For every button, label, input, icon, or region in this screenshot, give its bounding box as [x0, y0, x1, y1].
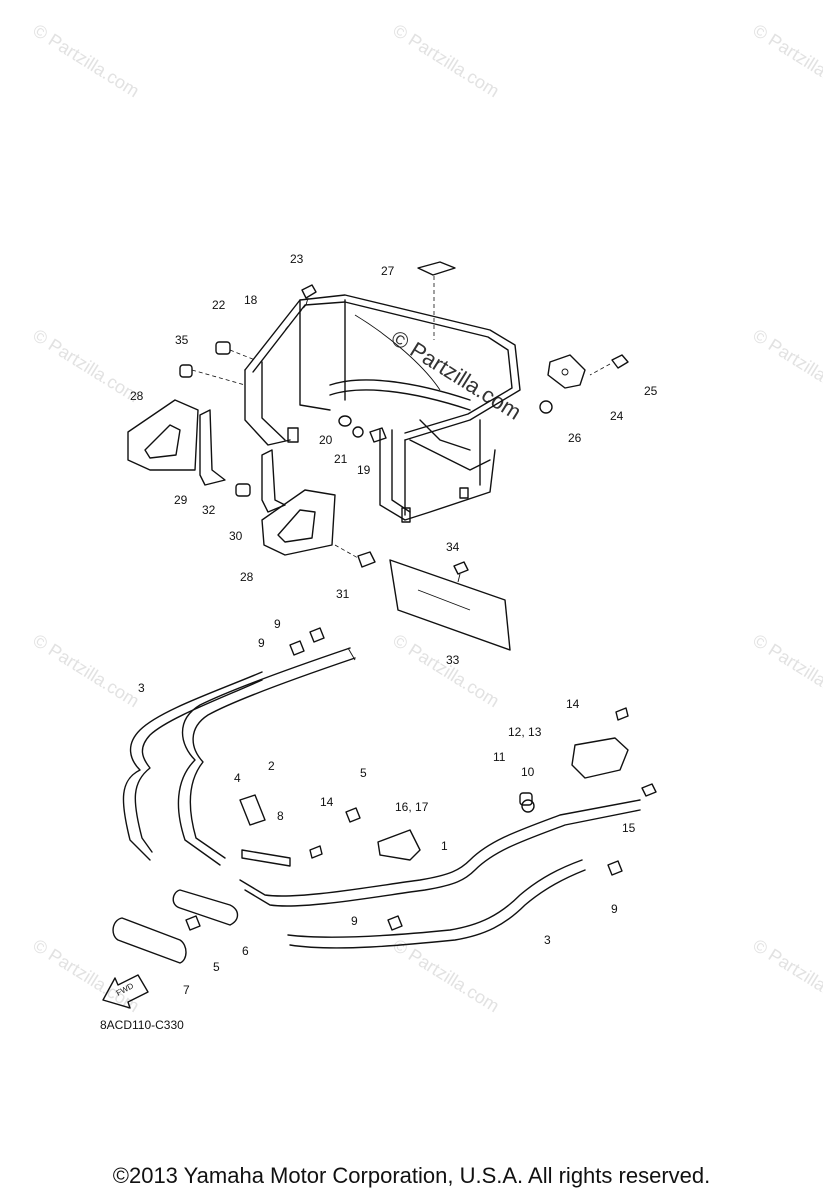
- callout: 30: [229, 529, 243, 543]
- callout: 27: [381, 264, 395, 278]
- bracket-30: [261, 449, 286, 513]
- bolt-9-c: [387, 915, 403, 931]
- bolt-9-b: [289, 640, 305, 656]
- screw-14-lower: [309, 845, 323, 859]
- nut-26: [539, 400, 553, 414]
- callout: 31: [336, 587, 350, 601]
- callout: 12, 13: [508, 725, 542, 739]
- washer-21: [352, 426, 364, 438]
- block-16-17: [377, 829, 421, 861]
- callout: 9: [351, 914, 358, 928]
- callout: 9: [611, 902, 618, 916]
- switch-housing-12-13: [571, 737, 629, 779]
- callout: 25: [644, 384, 658, 398]
- callout: 23: [290, 252, 304, 266]
- callout: 16, 17: [395, 800, 429, 814]
- bracket-29: [199, 409, 226, 486]
- bolt-34: [453, 561, 469, 583]
- callout: 21: [334, 452, 348, 466]
- callout: 3: [138, 681, 145, 695]
- callout: 28: [130, 389, 144, 403]
- diagram-code: 8ACD110-C330: [100, 1018, 184, 1032]
- nut-11: [519, 792, 533, 806]
- callout: 9: [258, 636, 265, 650]
- bolt-5-upper: [345, 807, 361, 823]
- callout: 14: [320, 795, 334, 809]
- fwd-arrow-icon: FWD: [102, 974, 149, 1009]
- callout: 32: [202, 503, 216, 517]
- callout: 5: [360, 766, 367, 780]
- bracket-24: [547, 354, 586, 389]
- callout: 5: [213, 960, 220, 974]
- rail-2: [177, 647, 356, 866]
- rail-1: [239, 799, 641, 907]
- bolt-31: [357, 551, 376, 568]
- callout: 2: [268, 759, 275, 773]
- callout: 26: [568, 431, 582, 445]
- nut-35: [179, 364, 193, 378]
- callout: 35: [175, 333, 189, 347]
- copyright-notice: ©2013 Yamaha Motor Corporation, U.S.A. A…: [112, 1163, 711, 1188]
- screw-15: [641, 783, 657, 797]
- rubber-strip-3-left: [122, 671, 263, 861]
- callout: 3: [544, 933, 551, 947]
- callout: 29: [174, 493, 188, 507]
- bolt-23: [301, 284, 317, 306]
- callout: 34: [446, 540, 460, 554]
- plate-33: [389, 559, 511, 651]
- callout: 18: [244, 293, 258, 307]
- side-panel-28-bottom: [261, 489, 336, 556]
- callout: 4: [234, 771, 241, 785]
- callout: 9: [274, 617, 281, 631]
- bolt-19: [369, 427, 387, 443]
- callout: 11: [493, 750, 506, 764]
- callout: 19: [357, 463, 371, 477]
- nut-22: [215, 341, 231, 355]
- block-4: [239, 794, 266, 826]
- nut-32: [235, 483, 251, 497]
- callout: 15: [622, 821, 636, 835]
- callout: 33: [446, 653, 460, 667]
- washer-20: [338, 415, 352, 427]
- side-panel-28-top: [127, 399, 199, 471]
- screw-14-upper: [615, 707, 629, 721]
- callout: 28: [240, 570, 254, 584]
- bolt-25: [611, 354, 629, 369]
- callout: 7: [183, 983, 190, 997]
- rear-basket-frame: [244, 294, 521, 523]
- clip-8: [241, 849, 291, 867]
- grip-7: [112, 917, 187, 964]
- callout: 22: [212, 298, 226, 312]
- callout: 8: [277, 809, 284, 823]
- callout: 20: [319, 433, 333, 447]
- rubber-strip-3-right: [287, 859, 586, 949]
- callout: 6: [242, 944, 249, 958]
- bolt-5-lower: [185, 915, 201, 931]
- washer-10: [521, 799, 535, 813]
- callout: 14: [566, 697, 580, 711]
- label-sticker: [417, 261, 456, 276]
- bolt-9-d: [607, 860, 623, 876]
- grip-6: [172, 889, 239, 926]
- callout: 10: [521, 765, 535, 779]
- bolt-9-a: [309, 627, 325, 643]
- callout: 1: [441, 839, 448, 853]
- callout: 24: [610, 409, 624, 423]
